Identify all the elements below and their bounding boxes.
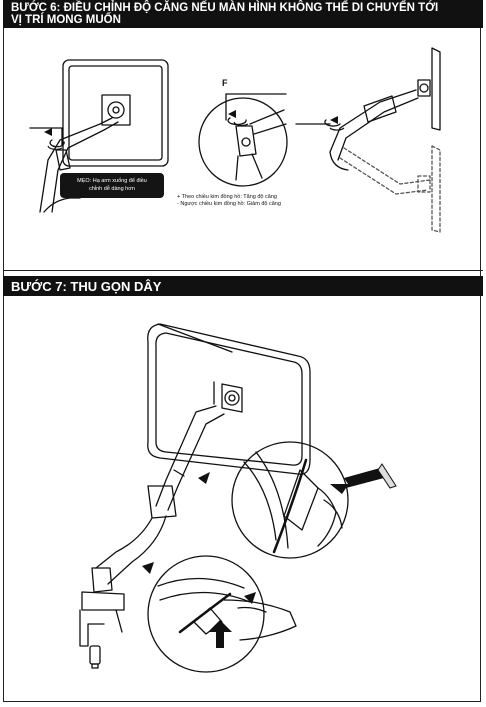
rotation-arrows [47,121,345,151]
step6-banner: BƯỚC 6: ĐIỀU CHỈNH ĐỘ CĂNG NẾU MÀN HÌNH … [3,0,483,28]
step6-tip-box: MẸO: Hạ arm xuống để điều chỉnh dễ dàng … [60,173,164,198]
step6-arm-adjust [295,47,441,233]
note-clockwise: + Theo chiều kim đồng hồ: Tăng độ căng [177,194,277,200]
tip-line2: chỉnh dễ dàng hơn [89,186,135,192]
note-counterclockwise: - Ngược chiều kim đồng hồ: Giảm độ căng [177,201,281,207]
step7-cable-zoom-upper [231,441,349,559]
step7-monitor [147,323,311,475]
step7-title: BƯỚC 7: THU GỌN DÂY [11,279,162,294]
step6-zoom-detail [198,93,288,187]
step6-title-line1: BƯỚC 6: ĐIỀU CHỈNH ĐỘ CĂNG NẾU MÀN HÌNH … [11,2,439,14]
step7-arm [79,405,225,669]
callout-label-f: F [222,78,228,88]
tip-line1: MẸO: Hạ arm xuống để điều [77,178,147,184]
step6-monitor-illustration [29,59,169,213]
tension-notes: + Theo chiều kim đồng hồ: Tăng độ căng -… [177,194,281,208]
page-frame [3,3,481,702]
section-divider [3,270,483,271]
step7-banner: BƯỚC 7: THU GỌN DÂY [3,276,483,296]
step6-title-line2: VỊ TRÍ MONG MUỐN [11,14,121,26]
direction-arrows [44,110,397,648]
step7-cable-zoom-lower [147,555,297,673]
